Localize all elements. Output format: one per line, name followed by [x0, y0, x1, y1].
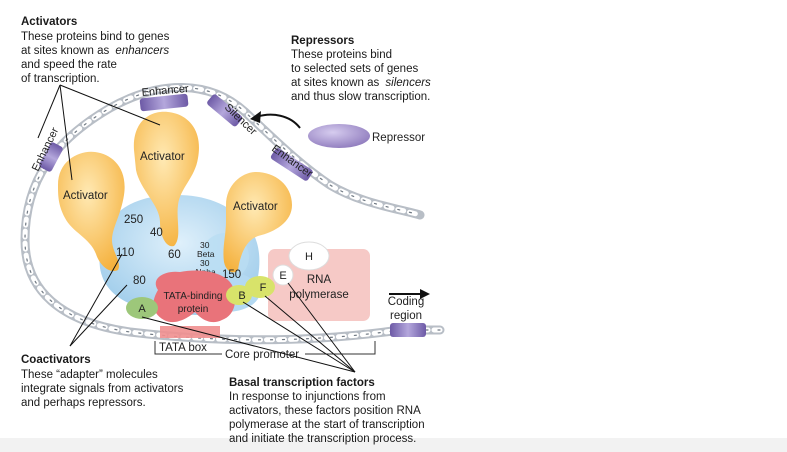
leader-basal-1 [141, 316, 356, 373]
factor-f-label: F [260, 282, 267, 294]
enhancer-left-site [39, 142, 63, 172]
taf-40-label: 40 [150, 227, 163, 239]
taf-150-label: 150 [222, 269, 241, 281]
repressors-heading: Repressors [291, 35, 354, 47]
coactivators-line-1: These “adapter” molecules [21, 369, 158, 381]
repressors-line-3b: silencers [385, 77, 431, 89]
repressors-caption: Repressors These proteins bind to select… [291, 35, 434, 103]
rna-polymerase-shape [268, 249, 370, 321]
activator-2-shape [133, 111, 199, 247]
basal-line-3: polymerase at the start of transcription [229, 419, 425, 431]
leader-coactivators-1 [69, 253, 123, 347]
tata-box-site [160, 326, 220, 338]
enhancer-top-label: Enhancer [141, 83, 189, 99]
coding-arrow-head [420, 289, 430, 299]
leader-basal-3 [264, 295, 356, 373]
activators-line-4: of transcription. [21, 73, 100, 85]
tbp-label-2: protein [178, 304, 209, 315]
activators-heading: Activators [21, 16, 77, 28]
activator-2-label: Activator [140, 151, 185, 163]
core-promoter-bracket [154, 341, 376, 355]
taf-250-label: 250 [124, 214, 143, 226]
leader-activators-3 [37, 84, 61, 139]
coactivators-line-3: and perhaps repressors. [21, 397, 146, 409]
factor-f-shape [245, 276, 275, 298]
activators-line-3: and speed the rate [21, 59, 117, 71]
taf-30-beta-label-1: 30 [200, 240, 210, 250]
taf-110-label: 110 [116, 247, 134, 259]
factor-e-label: E [279, 270, 286, 282]
silencer-site [207, 94, 243, 127]
tata-binding-protein-shape [153, 270, 236, 323]
leader-activators-2 [59, 84, 161, 126]
repressors-line-4: and thus slow transcription. [291, 91, 430, 103]
coding-region-label-2: region [390, 310, 422, 322]
basal-line-1: In response to injunctions from [229, 391, 386, 403]
basal-line-4: and initiate the transcription process. [229, 433, 416, 445]
leader-coactivators-2 [69, 284, 128, 347]
leader-basal-4 [287, 282, 356, 373]
repressors-line-3a: at sites known as [291, 77, 379, 89]
activator-3-label: Activator [233, 201, 278, 213]
repressor-label: Repressor [372, 132, 425, 144]
activators-line-1: These proteins bind to genes [21, 31, 170, 43]
dna-loop [20, 83, 445, 345]
activator-1-label: Activator [63, 190, 108, 202]
activator-1-shape [58, 151, 125, 272]
activators-line-2b: enhancers [115, 45, 169, 57]
enhancer-right-site [270, 148, 313, 181]
coactivators-heading: Coactivators [21, 354, 91, 366]
rna-polymerase-label-2: polymerase [289, 289, 348, 301]
basal-line-2: activators, these factors position RNA [229, 405, 421, 417]
tbp-label-1: TATA-binding [164, 291, 223, 302]
activators-caption: Activators These proteins bind to genes … [21, 16, 173, 85]
leader-activators-1 [59, 84, 73, 181]
repressors-line-2: to selected sets of genes [291, 63, 418, 75]
tata-box-label: TATA box [159, 342, 207, 354]
rna-polymerase-label-1: RNA [307, 274, 332, 286]
taf-30-beta-label-2: Beta [197, 249, 215, 259]
footer-band [0, 438, 787, 452]
enhancer-top-site [139, 93, 189, 112]
coactivators-caption: Coactivators These “adapter” molecules i… [21, 354, 187, 409]
core-promoter-label: Core promoter [225, 349, 299, 361]
repressor-shape [308, 124, 370, 148]
basal-heading: Basal transcription factors [229, 377, 375, 389]
leader-basal-2 [242, 301, 356, 373]
factor-h-shape [288, 241, 330, 271]
taf-60-label: 60 [168, 249, 181, 261]
repressor-arrow-head [250, 111, 261, 123]
taf-30-alpha-label-1: 30 [200, 258, 210, 268]
coactivators-line-2: integrate signals from activators [21, 383, 184, 395]
basal-caption: Basal transcription factors In response … [229, 377, 428, 445]
activators-line-2a: at sites known as [21, 45, 109, 57]
factor-a-shape [126, 297, 158, 319]
factor-b-shape [226, 285, 252, 305]
factor-a-label: A [138, 303, 146, 315]
repressors-line-1: These proteins bind [291, 49, 392, 61]
factor-b-label: B [238, 290, 245, 302]
taf-80-label: 80 [133, 275, 146, 287]
coding-region-label-1: Coding [388, 296, 424, 308]
coding-region-site [390, 323, 426, 337]
factor-h-label: H [305, 251, 313, 263]
factor-e-shape [272, 264, 294, 286]
leader-lines [37, 84, 356, 373]
activator-3-shape [223, 172, 292, 273]
